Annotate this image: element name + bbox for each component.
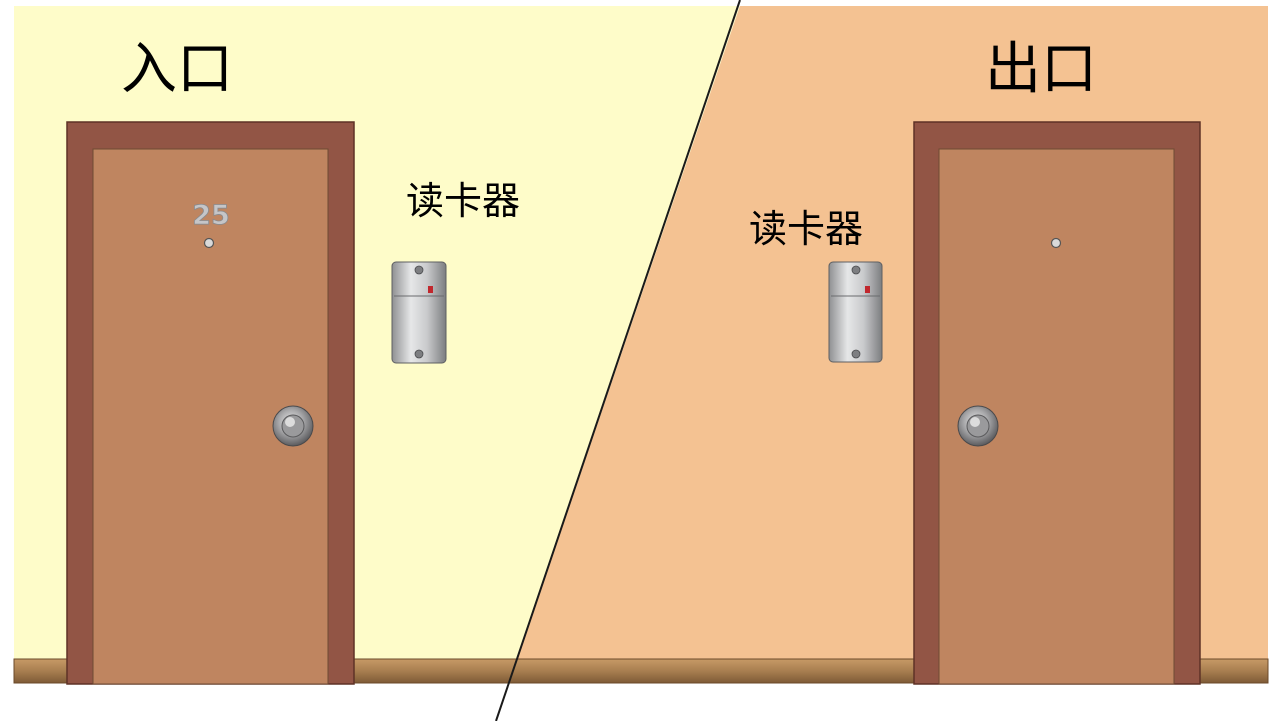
door-knob-icon [272,405,314,447]
exit-reader-label: 读卡器 [749,207,863,251]
door-icon: 25 [66,121,355,685]
peephole-icon [203,237,215,249]
card-reader-icon [828,261,883,363]
door-number: 25 [192,200,230,231]
exit-title: 出口 [985,37,1097,102]
divider-line [495,0,741,721]
entrance-reader-label: 读卡器 [406,179,520,223]
card-reader-icon [391,261,447,364]
door-knob-icon [957,405,999,447]
peephole-icon [1050,237,1062,249]
entrance-title: 入口 [121,37,233,102]
door-icon [913,121,1201,685]
